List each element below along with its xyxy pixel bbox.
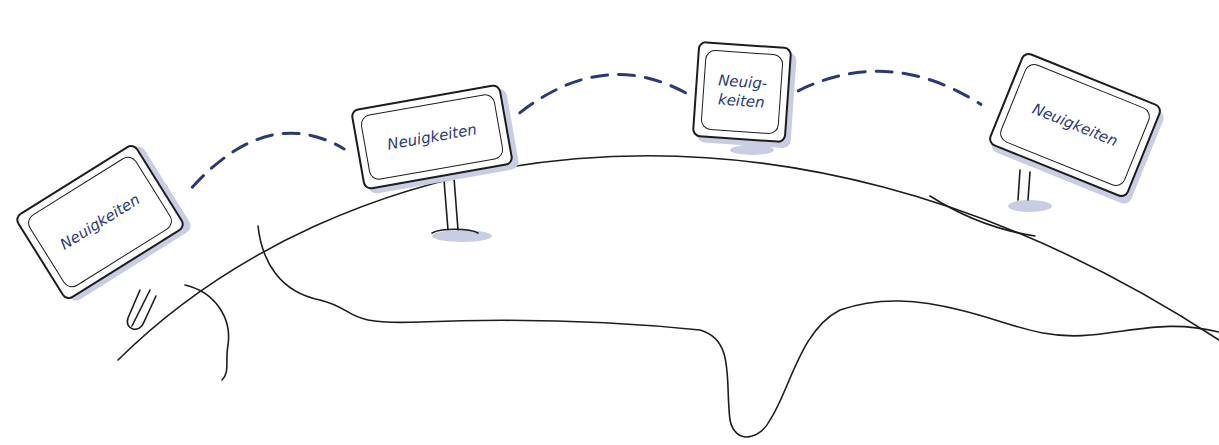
news-sign: Neuig- keiten xyxy=(692,41,792,143)
globe-outline xyxy=(118,156,1219,360)
news-sign: Neuigkeiten xyxy=(350,83,514,190)
pole-shadow xyxy=(730,145,774,155)
sign-clip xyxy=(127,290,156,329)
pole-shadow xyxy=(1008,200,1052,212)
sign-frame: Neuigkeiten xyxy=(24,153,175,291)
sign-frame: Neuigkeiten xyxy=(359,93,504,182)
continent-line xyxy=(258,226,1219,437)
sign-pole xyxy=(432,178,478,233)
sign-frame: Neuig- keiten xyxy=(700,49,783,134)
dashed-connector xyxy=(798,71,981,104)
pole-shadow xyxy=(432,230,492,242)
sign-text: Neuig- keiten xyxy=(712,71,772,112)
sign-text: Neuigkeiten xyxy=(57,190,144,254)
sign-pole xyxy=(1018,170,1030,200)
sign-text: Neuigkeiten xyxy=(386,120,478,154)
news-sign: Neuigkeiten xyxy=(13,142,186,302)
news-sign: Neuigkeiten xyxy=(987,51,1164,200)
dashed-connector xyxy=(520,75,686,113)
dashed-connector xyxy=(192,133,344,187)
continent-line xyxy=(185,285,229,380)
sign-text: Neuigkeiten xyxy=(1030,99,1121,150)
